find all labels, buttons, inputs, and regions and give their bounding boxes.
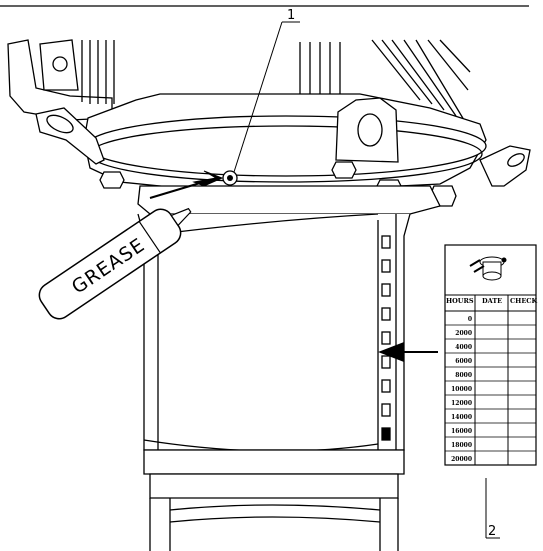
table-cell-hours: 16000 xyxy=(451,428,472,435)
motor-housing xyxy=(7,39,531,215)
table-cell-hours: 20000 xyxy=(451,456,472,463)
callout-1: 1 xyxy=(233,8,300,173)
table-cell-hours: 2000 xyxy=(455,330,472,337)
table-cell-hours: 4000 xyxy=(455,344,472,351)
header-check: CHECK xyxy=(510,297,537,305)
table-cell-hours: 10000 xyxy=(451,386,472,393)
table-cell-hours: 12000 xyxy=(451,400,472,407)
table-cell-hours: 18000 xyxy=(451,442,472,449)
strip-holes xyxy=(381,235,391,441)
table-cell-hours: 0 xyxy=(468,316,472,323)
callout-1-number: 1 xyxy=(287,8,295,23)
arrow-left-icon xyxy=(378,342,438,362)
table-cell-hours: 8000 xyxy=(455,372,472,379)
grease-gun: GREASE xyxy=(38,179,211,320)
callout-2-number: 2 xyxy=(488,524,496,539)
header-hours: HOURS xyxy=(446,297,474,305)
cylinder-body xyxy=(137,213,411,551)
header-date: DATE xyxy=(482,297,502,305)
grease-gun-icon xyxy=(469,256,507,281)
callout-2: 2 xyxy=(485,478,500,539)
maintenance-table: HOURS DATE CHECK 0 2000 4000 6000 8000 10000 1… xyxy=(444,244,537,466)
table-cell-hours: 14000 xyxy=(451,414,472,421)
table-cell-hours: 6000 xyxy=(455,358,472,365)
arrow-right-icon xyxy=(192,170,224,187)
table-rows: 0 2000 4000 6000 8000 10000 12000 14000 16000 180… xyxy=(445,316,536,463)
